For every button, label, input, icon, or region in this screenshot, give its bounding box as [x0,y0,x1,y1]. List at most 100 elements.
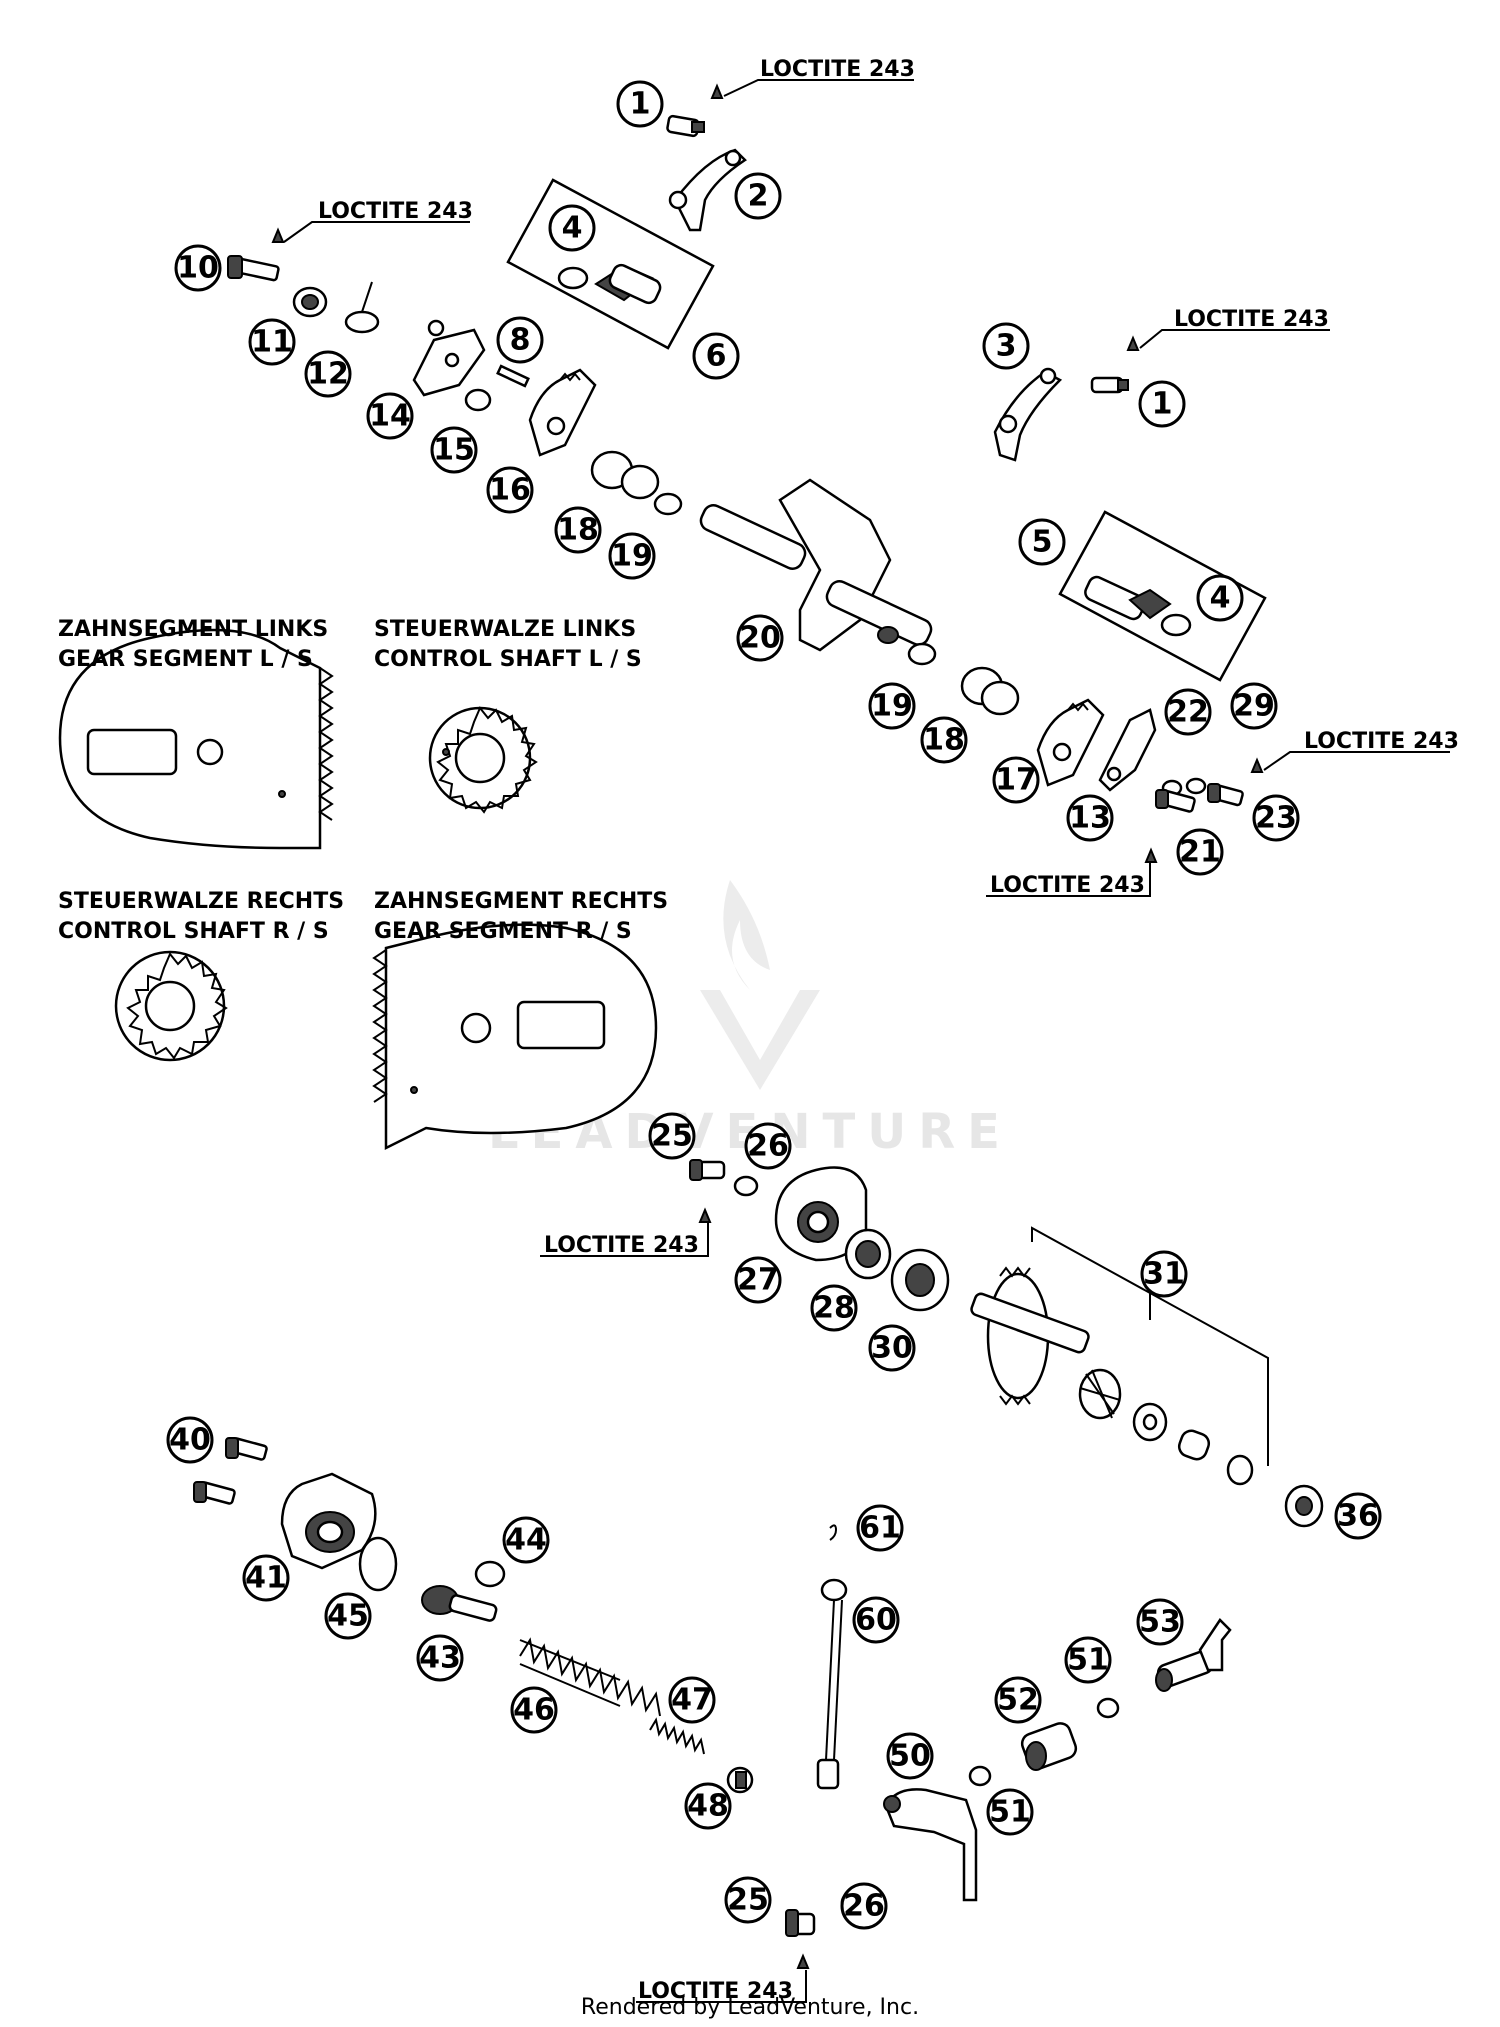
svg-text:1: 1 [1152,387,1173,422]
callout: 21 [1176,828,1224,876]
callout: 4 [548,204,596,252]
part-washer-29 [1185,777,1207,795]
svg-text:19: 19 [871,689,913,724]
callout: 11 [248,318,296,366]
part-clip-12 [344,281,380,334]
svg-text:47: 47 [671,1683,713,1718]
part-rod-60 [816,1578,848,1790]
callout: 45 [324,1592,372,1640]
part-shaft-20 [699,478,933,652]
svg-text:13: 13 [1069,801,1111,836]
part-gear-segment-17 [1036,698,1105,787]
loctite-label-2: LOCTITE 243 [318,199,473,224]
callout: 36 [1334,1492,1382,1540]
svg-text:43: 43 [419,1641,461,1676]
svg-text:27: 27 [737,1263,779,1298]
callout: 16 [486,466,534,514]
svg-text:46: 46 [513,1693,555,1728]
part-bearing-28 [844,1228,892,1280]
callout: 30 [868,1324,916,1372]
detail-control-shaft-right [114,950,228,1062]
svg-text:29: 29 [1233,689,1275,724]
callout: 1 [1138,380,1186,428]
label-gear-left-en: GEAR SEGMENT L / S [58,647,313,672]
callout: 14 [366,392,414,440]
svg-text:22: 22 [1167,695,1209,730]
part-screw-23 [1207,757,1264,807]
callout: 41 [242,1554,290,1602]
part-oring-45 [358,1536,398,1592]
callout: 8 [496,316,544,364]
part-gear-27 [774,1166,868,1262]
part-bolt-25-bottom [785,1909,816,1969]
svg-text:6: 6 [706,339,727,374]
callout: 26 [840,1882,888,1930]
svg-text:4: 4 [562,211,583,246]
callout: 60 [852,1596,900,1644]
loctite-label-6: LOCTITE 243 [544,1233,699,1258]
callout: 25 [724,1876,772,1924]
label-gear-right-de: ZAHNSEGMENT RECHTS [374,889,668,914]
svg-text:25: 25 [727,1883,769,1918]
callout: 26 [744,1122,792,1170]
callout: 52 [994,1676,1042,1724]
callout: 61 [856,1504,904,1552]
svg-text:61: 61 [859,1511,901,1546]
svg-text:45: 45 [327,1599,369,1634]
svg-text:10: 10 [177,251,219,286]
part-kickstart-shaft-31 [970,1226,1269,1486]
leader-lines [283,79,1450,2003]
svg-text:50: 50 [889,1739,931,1774]
footer-credit: Rendered by LeadVenture, Inc. [581,1995,919,2020]
svg-text:41: 41 [245,1561,287,1596]
part-bolts-40 [193,1437,268,1505]
label-shaft-left-en: CONTROL SHAFT L / S [374,647,642,672]
svg-text:53: 53 [1139,1605,1181,1640]
callout: 50 [886,1732,934,1780]
svg-text:1: 1 [630,87,651,122]
part-oring-19-bottom [907,642,937,666]
part-plate-13 [1098,708,1157,792]
loctite-label-3: LOCTITE 243 [1174,307,1329,332]
callout: 31 [1140,1250,1188,1298]
svg-text:4: 4 [1210,581,1231,616]
svg-text:14: 14 [369,399,411,434]
svg-text:15: 15 [433,433,475,468]
callout: 5 [1018,518,1066,566]
callout: 1 [616,80,664,128]
callout: 17 [992,756,1040,804]
part-bearing-36 [1284,1484,1324,1528]
svg-text:48: 48 [687,1789,729,1824]
part-shaft-53 [1155,1618,1232,1692]
part-lever-50 [883,1788,978,1902]
svg-text:21: 21 [1179,835,1221,870]
part-pin-8 [496,364,530,388]
svg-text:11: 11 [251,325,293,360]
callout: 6 [692,332,740,380]
detail-gear-segment-left [58,628,334,850]
callout: 10 [174,244,222,292]
part-plate-14 [412,319,486,397]
svg-text:23: 23 [1255,801,1297,836]
svg-text:51: 51 [1067,1643,1109,1678]
part-gear-segment-16 [528,368,597,457]
svg-text:26: 26 [843,1889,885,1924]
callout: 4 [1196,574,1244,622]
part-washer-15 [464,388,492,412]
part-spring-47 [649,1717,705,1755]
svg-text:28: 28 [813,1291,855,1326]
part-washer-26-middle [733,1175,759,1197]
callout: 2 [734,172,782,220]
svg-text:16: 16 [489,473,531,508]
svg-text:3: 3 [996,329,1017,364]
callouts: 1 2 4 6 10 11 12 14 8 15 16 3 1 18 19 5 … [166,80,1382,1930]
part-lever-3 [993,367,1063,462]
svg-text:44: 44 [505,1523,547,1558]
callout: 18 [554,506,602,554]
part-screw-1-right [1090,335,1140,394]
label-gear-left-de: ZAHNSEGMENT LINKS [58,617,328,642]
svg-text:25: 25 [651,1119,693,1154]
loctite-label-4: LOCTITE 243 [1304,729,1459,754]
svg-text:18: 18 [923,723,965,758]
part-bush-52 [1020,1722,1078,1771]
